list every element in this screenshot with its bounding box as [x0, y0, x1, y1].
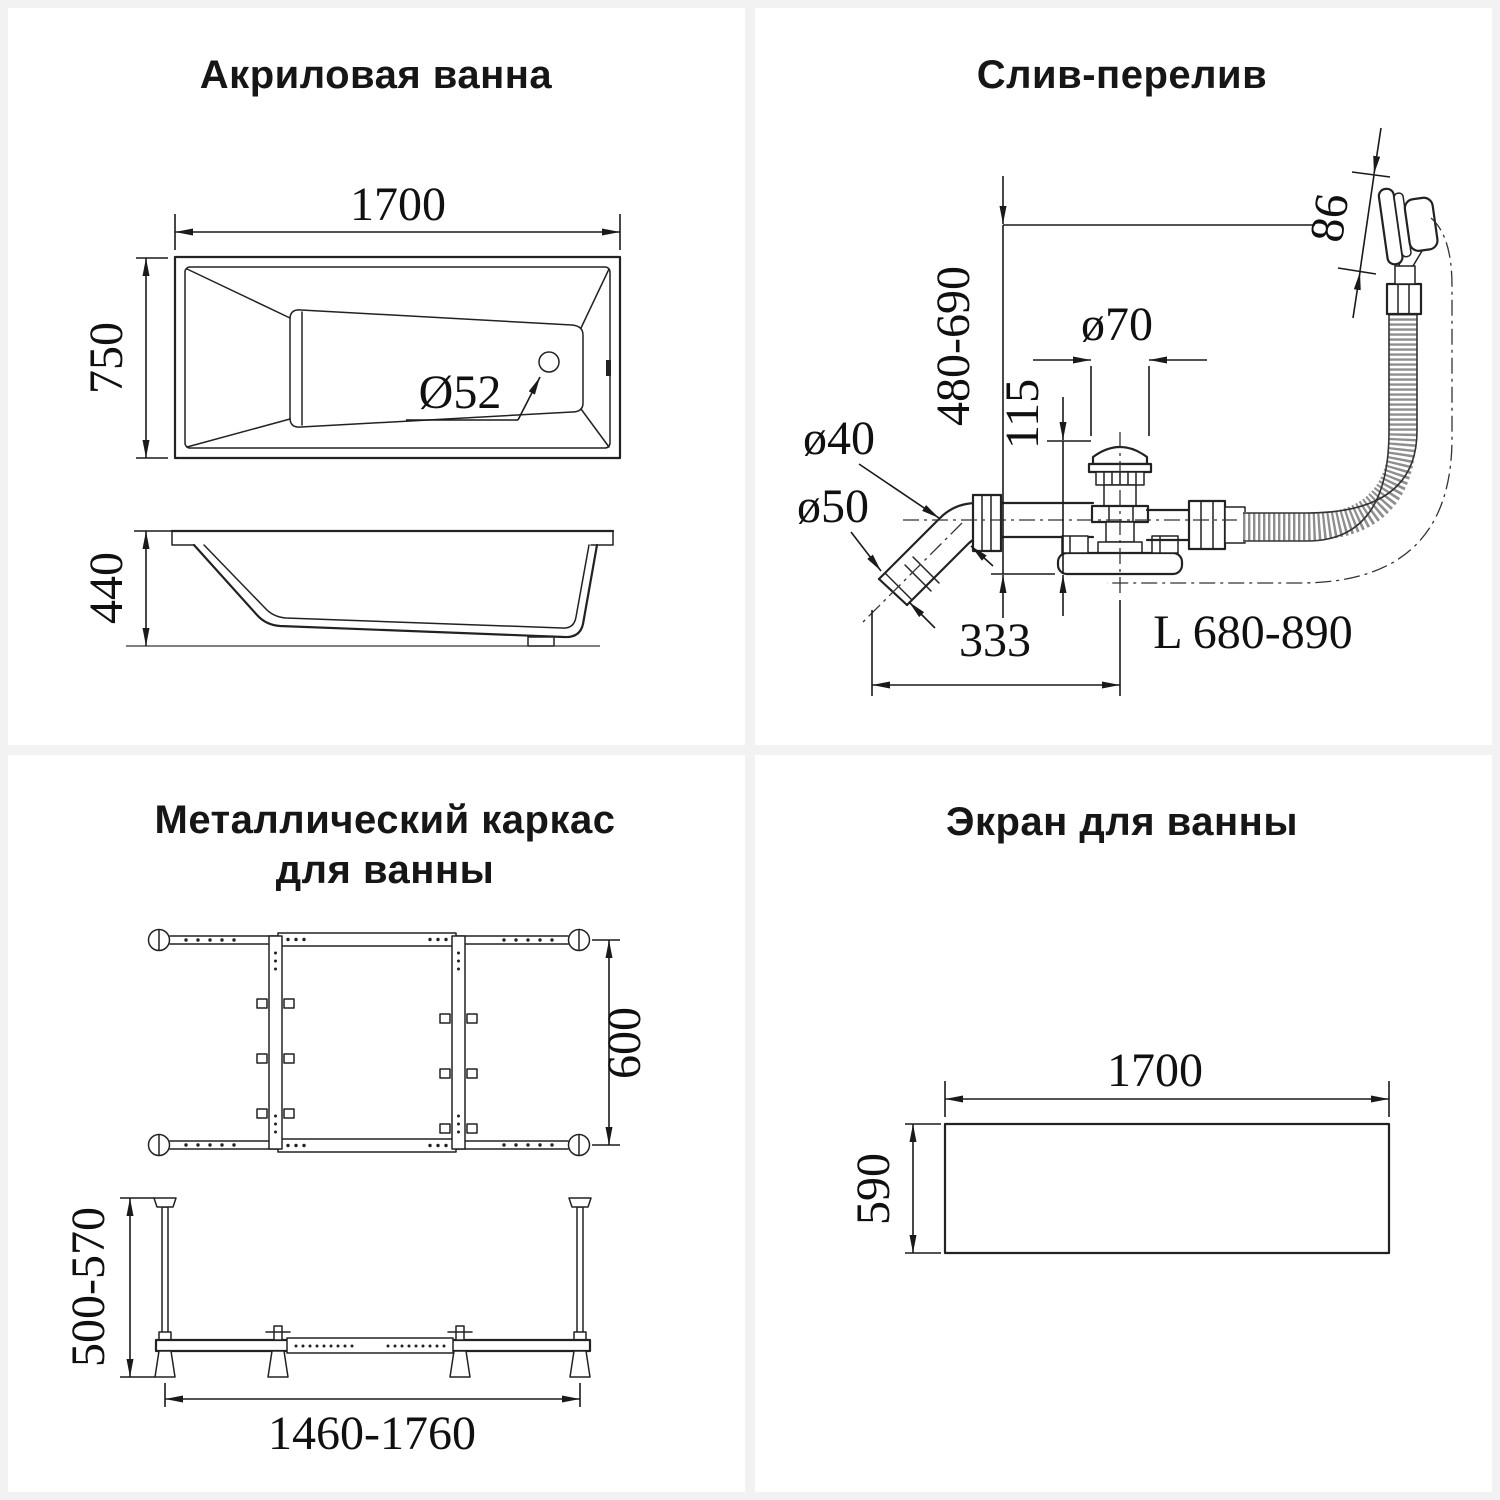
crossbar-left — [268, 935, 283, 1150]
rail-holes-front — [294, 1344, 446, 1348]
rail-holes — [184, 938, 554, 1147]
dim-bath-length: 1700 — [350, 178, 446, 231]
drain-assembly — [877, 445, 1246, 607]
screen-title: Экран для ванны — [946, 800, 1298, 844]
screen-length-dimension: 1700 — [944, 1044, 1390, 1117]
install-height-dimension: 480-690 — [927, 176, 1315, 618]
panel-drain: Слив-перелив — [755, 8, 1492, 745]
cap-height-dimension: 115 — [996, 379, 1091, 616]
cap-diameter-dimension: ø70 — [1033, 298, 1207, 436]
bath-width-dimension: 750 — [80, 257, 168, 459]
overflow-head — [1377, 187, 1439, 316]
outlet-40-dimension: ø40 — [803, 412, 994, 567]
frame-title-line1: Металлический каркас — [155, 798, 616, 842]
drain-title: Слив-перелив — [977, 53, 1267, 97]
panel-bath: Акриловая ванна Ø52 1700 — [8, 8, 745, 745]
dim-cap-height: 115 — [996, 379, 1049, 449]
mounting-brackets — [256, 998, 478, 1134]
offset-dimension: 333 — [871, 600, 1121, 696]
frame-top-view: 600 — [147, 928, 651, 1157]
frame-front-view: 500-570 1460-1760 — [62, 1197, 592, 1460]
dim-offset: 333 — [959, 614, 1031, 667]
dim-bath-width: 750 — [80, 322, 133, 394]
corrugated-hose — [1243, 312, 1418, 542]
frame-feet — [154, 1350, 591, 1378]
drain-hole — [538, 351, 560, 373]
dim-overflow-diameter: 86 — [1300, 190, 1359, 245]
panel-frame: Металлический каркас для ванны — [8, 755, 745, 1492]
channel-holes — [286, 937, 448, 1148]
frame-title-line2: для ванны — [276, 848, 495, 892]
elbow-nut — [971, 493, 1003, 553]
screen-height-dimension: 590 — [847, 1123, 941, 1254]
dim-frame-height: 500-570 — [62, 1207, 115, 1367]
hose-reference-line — [1107, 217, 1453, 584]
dim-screen-length: 1700 — [1107, 1044, 1203, 1097]
crossbar-right — [451, 935, 466, 1150]
frame-drawing: Металлический каркас для ванны — [62, 798, 651, 1460]
dim-frame-width: 600 — [598, 1007, 651, 1079]
screen-rect — [943, 1122, 1391, 1255]
dim-drain-diameter: Ø52 — [419, 366, 502, 419]
dim-bath-height: 440 — [80, 552, 133, 624]
bath-drawing: Акриловая ванна Ø52 1700 — [80, 53, 622, 647]
dim-install-height: 480-690 — [927, 266, 980, 426]
outlet-50-dimension: ø50 — [797, 480, 936, 629]
bath-title: Акриловая ванна — [200, 53, 553, 97]
drain-drawing: Слив-перелив — [797, 53, 1453, 696]
bath-top-view: Ø52 — [173, 255, 622, 460]
dim-outlet-40: ø40 — [803, 412, 875, 465]
screen-drawing: Экран для ванны 1700 590 — [847, 800, 1391, 1255]
dim-frame-length: 1460-1760 — [268, 1407, 476, 1460]
dim-screen-height: 590 — [847, 1153, 900, 1225]
bath-length-dimension: 1700 — [174, 178, 621, 250]
hose-nut — [1187, 499, 1227, 551]
bath-side-view: 440 — [80, 529, 615, 647]
dim-hose-length: L 680-890 — [1153, 606, 1353, 659]
overflow-diameter-dimension: 86 — [1300, 127, 1391, 319]
dim-cap-diameter: ø70 — [1081, 298, 1153, 351]
dim-outlet-50: ø50 — [797, 480, 869, 533]
panel-screen: Экран для ванны 1700 590 — [755, 755, 1492, 1492]
